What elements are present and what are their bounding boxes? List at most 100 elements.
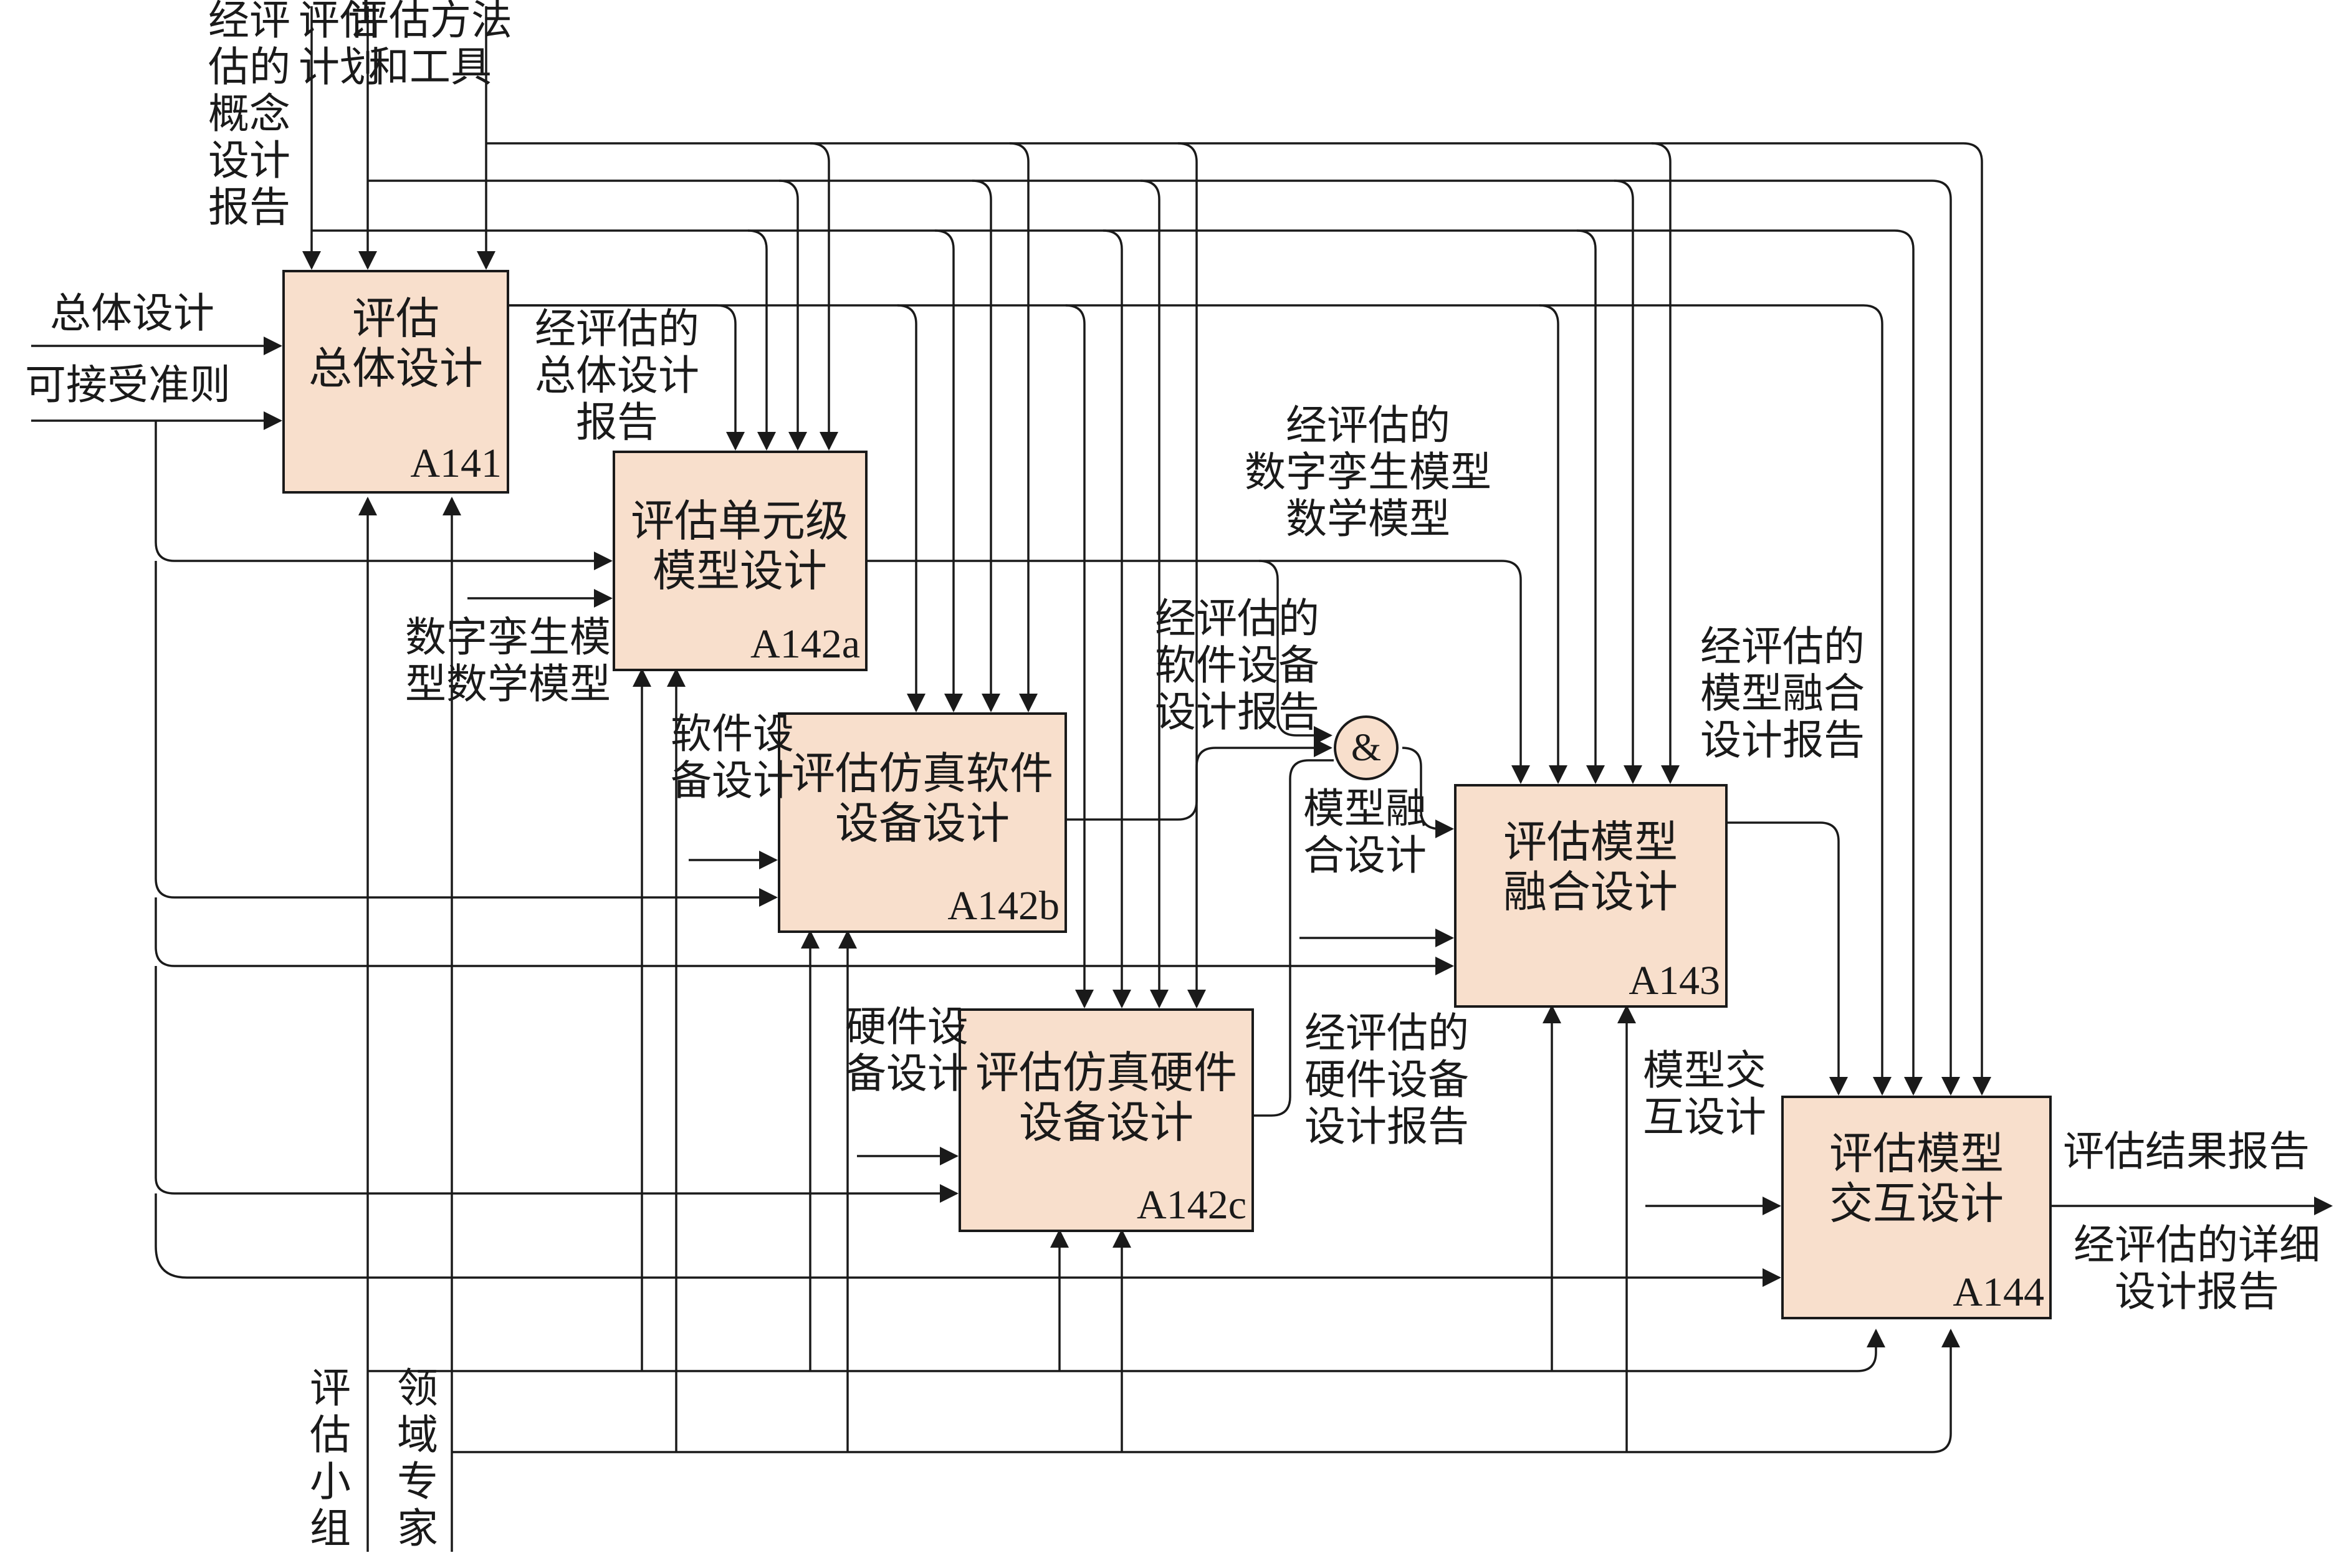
svg-text:模型融: 模型融 <box>1303 785 1427 833</box>
svg-text:计划: 计划 <box>299 43 381 91</box>
label-twin-math: 经评估的 数字孪生模型 数学模型 <box>1245 401 1491 543</box>
a142b-ctrl-1 <box>1009 142 1038 712</box>
svg-text:评估: 评估 <box>299 0 381 44</box>
svg-text:设计报告: 设计报告 <box>1155 688 1319 736</box>
a142c-ctrl-1 <box>1177 142 1206 1008</box>
a141-output-to-a142a <box>155 421 613 570</box>
label-overall-design: 总体设计 <box>50 289 214 337</box>
a143-ctrl-2 <box>1614 179 1642 784</box>
label-twin-math-input: 数字孪生模 型数学模型 <box>405 613 611 708</box>
svg-text:组: 组 <box>310 1504 351 1552</box>
a142a-title-line2: 模型设计 <box>653 545 827 596</box>
mech-bus-team <box>368 1329 1885 1372</box>
svg-text:估: 估 <box>310 1411 351 1459</box>
svg-text:经评估的详细: 经评估的详细 <box>2074 1221 2320 1269</box>
label-result-report: 评估结果报告 <box>2063 1127 2310 1175</box>
a142a-ctrl-3 <box>747 229 776 451</box>
svg-text:经评估的: 经评估的 <box>1286 401 1450 449</box>
box-a143: 评估模型 融合设计 A143 <box>1454 784 1728 1008</box>
a142c-output-to-junction <box>1253 759 1334 1117</box>
svg-text:硬件设: 硬件设 <box>845 1003 969 1051</box>
a143-input-from-left <box>155 897 1454 975</box>
svg-text:评估方法: 评估方法 <box>348 0 512 44</box>
svg-text:设计报告: 设计报告 <box>1700 716 1865 764</box>
a142b-title-line1: 评估仿真软件 <box>792 748 1053 799</box>
svg-text:经评估的: 经评估的 <box>1304 1009 1469 1057</box>
label-overall-report: 经评估的 总体设计 报告 <box>535 305 699 446</box>
label-hw-report: 经评估的 硬件设备 设计报告 <box>1304 1009 1469 1150</box>
a142a-output-to-junction <box>1258 560 1332 745</box>
svg-text:经评估的: 经评估的 <box>1155 595 1319 643</box>
a142b-title-line2: 设备设计 <box>835 798 1010 849</box>
a142b-id: A142b <box>947 883 1060 929</box>
svg-text:软件设备: 软件设备 <box>1155 641 1319 689</box>
a143-ctrl-1 <box>1651 142 1680 784</box>
junction-symbol: & <box>1351 727 1381 769</box>
control-bus-3 <box>312 229 1923 1096</box>
junction-to-a143 <box>1402 747 1454 838</box>
a143-ctrl-3 <box>1576 229 1605 784</box>
svg-text:经评估的: 经评估的 <box>535 305 699 353</box>
a142a-ctrl-2 <box>778 179 807 451</box>
label-hw-design: 硬件设 备设计 <box>845 1003 969 1097</box>
a142a-title-line1: 评估单元级 <box>631 495 849 547</box>
svg-text:领: 领 <box>397 1364 438 1412</box>
svg-text:报告: 报告 <box>208 183 290 231</box>
svg-text:家: 家 <box>397 1504 438 1552</box>
label-sw-report: 经评估的 软件设备 设计报告 <box>1155 595 1319 736</box>
box-a142b: 评估仿真软件 设备设计 A142b <box>778 712 1067 933</box>
a143-id: A143 <box>1629 958 1720 1003</box>
a143-ctrl-4 <box>1539 304 1567 784</box>
a141-title-line2: 总体设计 <box>309 343 483 394</box>
svg-text:设计报告: 设计报告 <box>1304 1102 1469 1150</box>
label-fusion-report: 经评估的 模型融合 设计报告 <box>1700 623 1865 764</box>
svg-text:模型交: 模型交 <box>1643 1046 1766 1094</box>
label-method: 评估方法 和工具 <box>348 0 512 91</box>
svg-text:专: 专 <box>397 1458 438 1506</box>
svg-text:合设计: 合设计 <box>1303 831 1427 879</box>
a142c-ctrl-2 <box>1140 179 1169 1008</box>
label-sw-design: 软件设 备设计 <box>671 710 794 805</box>
svg-text:报告: 报告 <box>576 398 658 446</box>
a144-title-line1: 评估模型 <box>1829 1128 2004 1179</box>
connections <box>31 6 2333 1552</box>
svg-text:备设计: 备设计 <box>671 757 794 805</box>
label-detail-report: 经评估的详细 设计报告 <box>2074 1221 2320 1316</box>
a142a-ctrl-1 <box>810 142 838 451</box>
a142c-ctrl-3 <box>1103 229 1131 1008</box>
label-interact-input: 模型交 互设计 <box>1643 1046 1766 1141</box>
box-a142c: 评估仿真硬件 设备设计 A142c <box>959 1008 1254 1232</box>
a141-title-line1: 评估 <box>352 293 439 344</box>
a144-id: A144 <box>1953 1269 2044 1315</box>
a142a-output-to-a143 <box>866 560 1530 784</box>
box-a144: 评估模型 交互设计 A144 <box>1781 1096 2052 1319</box>
control-bus-1 <box>486 142 1991 1096</box>
a142a-ctrl-from-a141 <box>508 304 745 451</box>
a142a-id: A142a <box>750 621 860 667</box>
label-expert: 领 域 专 家 <box>397 1364 438 1552</box>
box-a142a: 评估单元级 模型设计 A142a <box>613 451 868 671</box>
mech-bus-expert <box>452 1329 1960 1453</box>
label-plan: 评估 计划 <box>299 0 381 91</box>
svg-text:经评: 经评 <box>208 0 290 44</box>
a143-output-to-a144 <box>1726 821 1848 1096</box>
a142b-output-to-junction <box>1066 739 1332 821</box>
a142c-id: A142c <box>1137 1182 1246 1228</box>
control-bus-4 <box>508 304 1892 1096</box>
svg-text:硬件设备: 硬件设备 <box>1304 1056 1469 1104</box>
label-concept-report: 经评 估的 概念 设计 报告 <box>208 0 290 231</box>
svg-text:数学模型: 数学模型 <box>1286 495 1450 543</box>
label-fusion-input: 模型融 合设计 <box>1303 785 1427 879</box>
control-bus-2 <box>368 179 1960 1096</box>
a142b-ctrl-3 <box>934 229 963 712</box>
svg-text:数字孪生模型: 数字孪生模型 <box>1245 448 1491 496</box>
a142c-title-line2: 设备设计 <box>1019 1097 1194 1148</box>
svg-text:软件设: 软件设 <box>671 710 794 758</box>
label-team: 评 估 小 组 <box>310 1364 351 1552</box>
a143-title-line1: 评估模型 <box>1503 816 1678 868</box>
a141-id: A141 <box>410 441 502 486</box>
a144-title-line2: 交互设计 <box>1829 1178 2004 1229</box>
svg-text:经评估的: 经评估的 <box>1700 623 1865 671</box>
a144-input-from-left <box>155 1193 1781 1287</box>
